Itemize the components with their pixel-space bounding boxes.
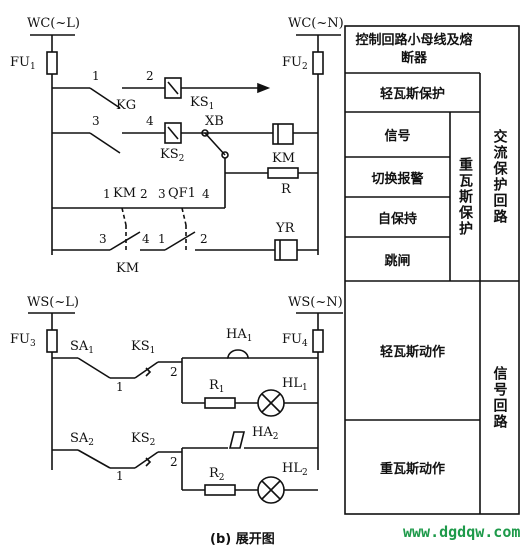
terminal-km-2: 2 [140, 187, 148, 201]
xb-link [204, 132, 226, 156]
label-ks1: KS1 [190, 95, 215, 112]
legend-signal: 信号 [384, 129, 411, 144]
legend-heavy-gas-protection: 重瓦斯保护 [457, 156, 473, 237]
terminal-qf-4: 4 [202, 187, 210, 201]
legend-trip: 跳闸 [384, 253, 411, 269]
terminal-3: 3 [92, 114, 100, 128]
terminal-s1-1: 1 [116, 380, 124, 394]
label-km-coil: KM [272, 151, 296, 166]
kg-contact [89, 87, 121, 109]
fuse-fu4 [312, 329, 324, 353]
km-coil [272, 123, 294, 145]
label-km-contact: KM [113, 186, 137, 201]
label-fu2: FU2 [282, 55, 308, 72]
label-ws-n: WS(~N) [288, 295, 343, 310]
label-hl1: HL1 [282, 376, 308, 393]
legend-heavy-gas-action: 重瓦斯动作 [379, 461, 445, 477]
legend-light-gas-protection: 轻瓦斯保护 [379, 87, 445, 102]
qf1-contact-bottom [164, 231, 196, 251]
legend-switch-alarm: 切换报警 [371, 171, 424, 187]
label-wc-n: WC(~N) [288, 16, 344, 31]
label-wc-l: WC(~L) [27, 16, 80, 31]
resistor-r [267, 167, 299, 179]
terminal-b-4: 4 [142, 232, 150, 246]
terminal-s2-1: 1 [116, 469, 124, 483]
label-r: R [281, 182, 291, 197]
terminal-b-3: 3 [99, 232, 107, 246]
label-fu4: FU4 [282, 332, 308, 349]
terminal-b-2: 2 [200, 232, 208, 246]
label-qf1: QF1 [168, 186, 196, 201]
ks1-contact [134, 361, 159, 379]
label-kg: KG [116, 98, 137, 113]
label-fu1: FU1 [10, 55, 36, 72]
label-fu3: FU3 [10, 332, 36, 349]
figure-caption: (b) 展开图 [210, 532, 275, 547]
label-r2: R2 [209, 466, 225, 483]
label-sa1: SA1 [70, 339, 95, 356]
yr-coil [274, 239, 298, 261]
legend-signal-circuit: 信号回路 [491, 365, 508, 430]
fuse-fu1 [46, 51, 58, 75]
label-xb: XB [205, 114, 224, 129]
label-sa2: SA2 [70, 431, 95, 448]
terminal-4: 4 [146, 114, 154, 128]
bell-ha2 [228, 431, 246, 449]
resistor-r2 [204, 484, 236, 496]
resistor-r1 [204, 397, 236, 409]
legend-table [344, 25, 520, 515]
label-ks2: KS2 [160, 147, 185, 164]
legend-self-hold: 自保持 [377, 211, 417, 227]
label-km-bottom: KM [116, 261, 140, 276]
watermark: www.dgdqw.com [403, 523, 521, 541]
label-yr: YR [276, 221, 295, 236]
terminal-km-1: 1 [103, 187, 111, 201]
km-contact-bottom [109, 231, 141, 251]
ks2-contact [134, 451, 159, 469]
label-ha1: HA1 [226, 327, 253, 344]
terminal-2: 2 [146, 69, 154, 83]
horn-ha1 [227, 349, 249, 359]
terminal-qf-3: 3 [158, 187, 166, 201]
legend-ac-protection-circuit: 交流保护回路 [491, 129, 508, 225]
sa2-switch [77, 449, 111, 469]
label-ks1b: KS1 [131, 339, 156, 356]
kg-contact-2 [89, 132, 121, 154]
fuse-fu3 [46, 329, 58, 353]
fuse-fu2 [312, 51, 324, 75]
terminal-s2-2: 2 [170, 455, 178, 469]
label-ha2: HA2 [252, 425, 279, 442]
terminal-1: 1 [92, 69, 100, 83]
label-ks2b: KS2 [131, 431, 156, 448]
legend-light-gas-action: 轻瓦斯动作 [379, 345, 445, 360]
label-hl2: HL2 [282, 461, 308, 478]
label-ws-l: WS(~L) [27, 295, 79, 310]
label-r1: R1 [209, 378, 225, 395]
sa1-switch [77, 357, 111, 379]
terminal-s1-2: 2 [170, 365, 178, 379]
terminal-b-1: 1 [158, 232, 166, 246]
legend-control-bus: 控制回路小母线及熔断器 [355, 33, 473, 66]
